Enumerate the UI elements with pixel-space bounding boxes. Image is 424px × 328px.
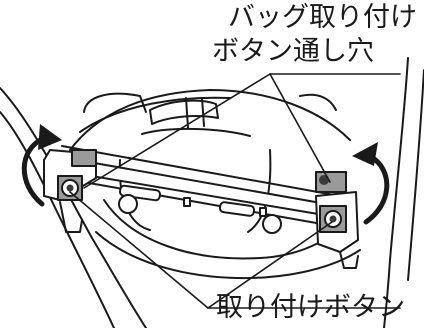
- bag-button-hole-label-line1: バッグ取り付け: [228, 2, 417, 33]
- right-attach-button: [315, 171, 359, 269]
- rotate-clockwise-arrow-icon: [352, 142, 390, 225]
- bag-button-hole-label-line2: ボタン通し穴: [212, 36, 374, 67]
- attach-button-label: 取り付けボタン: [216, 292, 405, 323]
- carry-strap: [141, 97, 251, 137]
- stroller-frame: [0, 57, 424, 328]
- attach-button-leader-lines: [69, 191, 401, 309]
- seat-fabric: [69, 89, 361, 280]
- bag-hole-leader-lines: [83, 73, 401, 189]
- rotate-counterclockwise-arrow-icon: [21, 124, 62, 207]
- crossbar: [55, 145, 341, 234]
- left-attach-button: [43, 149, 97, 233]
